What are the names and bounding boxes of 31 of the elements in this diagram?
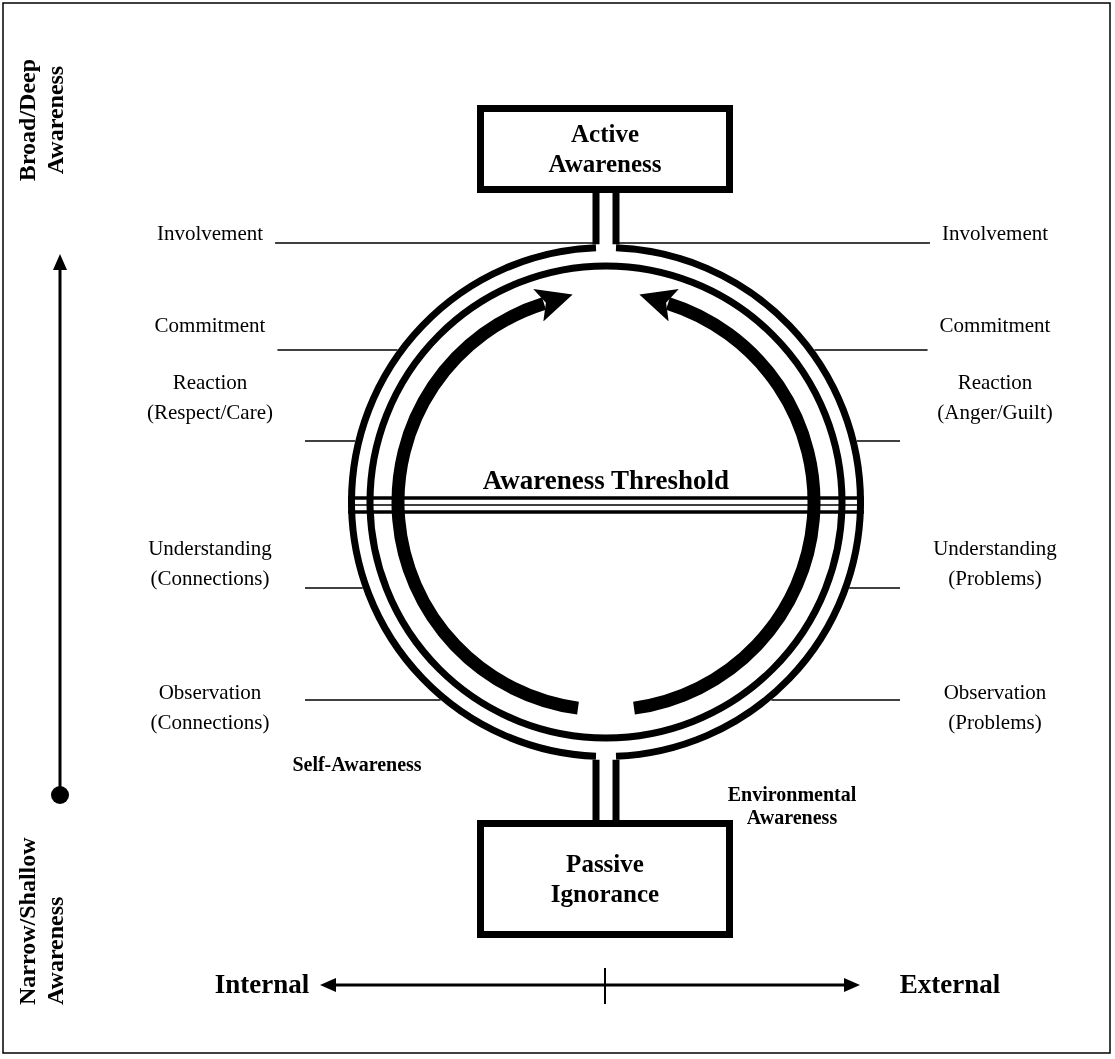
level-label: Commitment	[142, 310, 278, 353]
region-label: Environmental Awareness	[726, 783, 858, 829]
level-label: Involvement	[929, 218, 1061, 248]
axis-label: Internal	[213, 969, 311, 1001]
leader-line	[848, 587, 901, 589]
level-label: Understanding (Connections)	[115, 533, 305, 593]
leader-line	[304, 587, 364, 589]
level-label: Understanding (Problems)	[900, 533, 1090, 593]
axis-label: External	[898, 969, 1002, 1001]
region-label: Self-Awareness	[291, 752, 423, 776]
level-label: Observation (Problems)	[900, 677, 1090, 737]
axis-title: Broad/Deep Awareness	[14, 57, 69, 184]
box-title: Passive Ignorance	[549, 849, 661, 909]
leader-line	[304, 440, 357, 442]
leader-line	[855, 440, 901, 442]
leader-line	[274, 242, 594, 244]
leader-line	[304, 699, 442, 701]
level-label: Reaction (Respect/Care)	[115, 367, 305, 444]
leader-line	[618, 242, 931, 244]
leader-line	[813, 349, 929, 351]
level-label: Involvement	[144, 218, 276, 248]
state-box	[477, 105, 733, 193]
level-label: Reaction (Anger/Guilt)	[900, 367, 1090, 444]
box-title: Active Awareness	[547, 119, 663, 179]
threshold-label: Awareness Threshold	[481, 465, 731, 497]
state-box	[477, 820, 733, 938]
level-label: Commitment	[927, 310, 1063, 353]
axis-title: Narrow/Shallow Awareness	[14, 836, 69, 1005]
leader-line	[770, 699, 901, 701]
leader-line	[276, 349, 399, 351]
level-label: Observation (Connections)	[115, 677, 305, 737]
